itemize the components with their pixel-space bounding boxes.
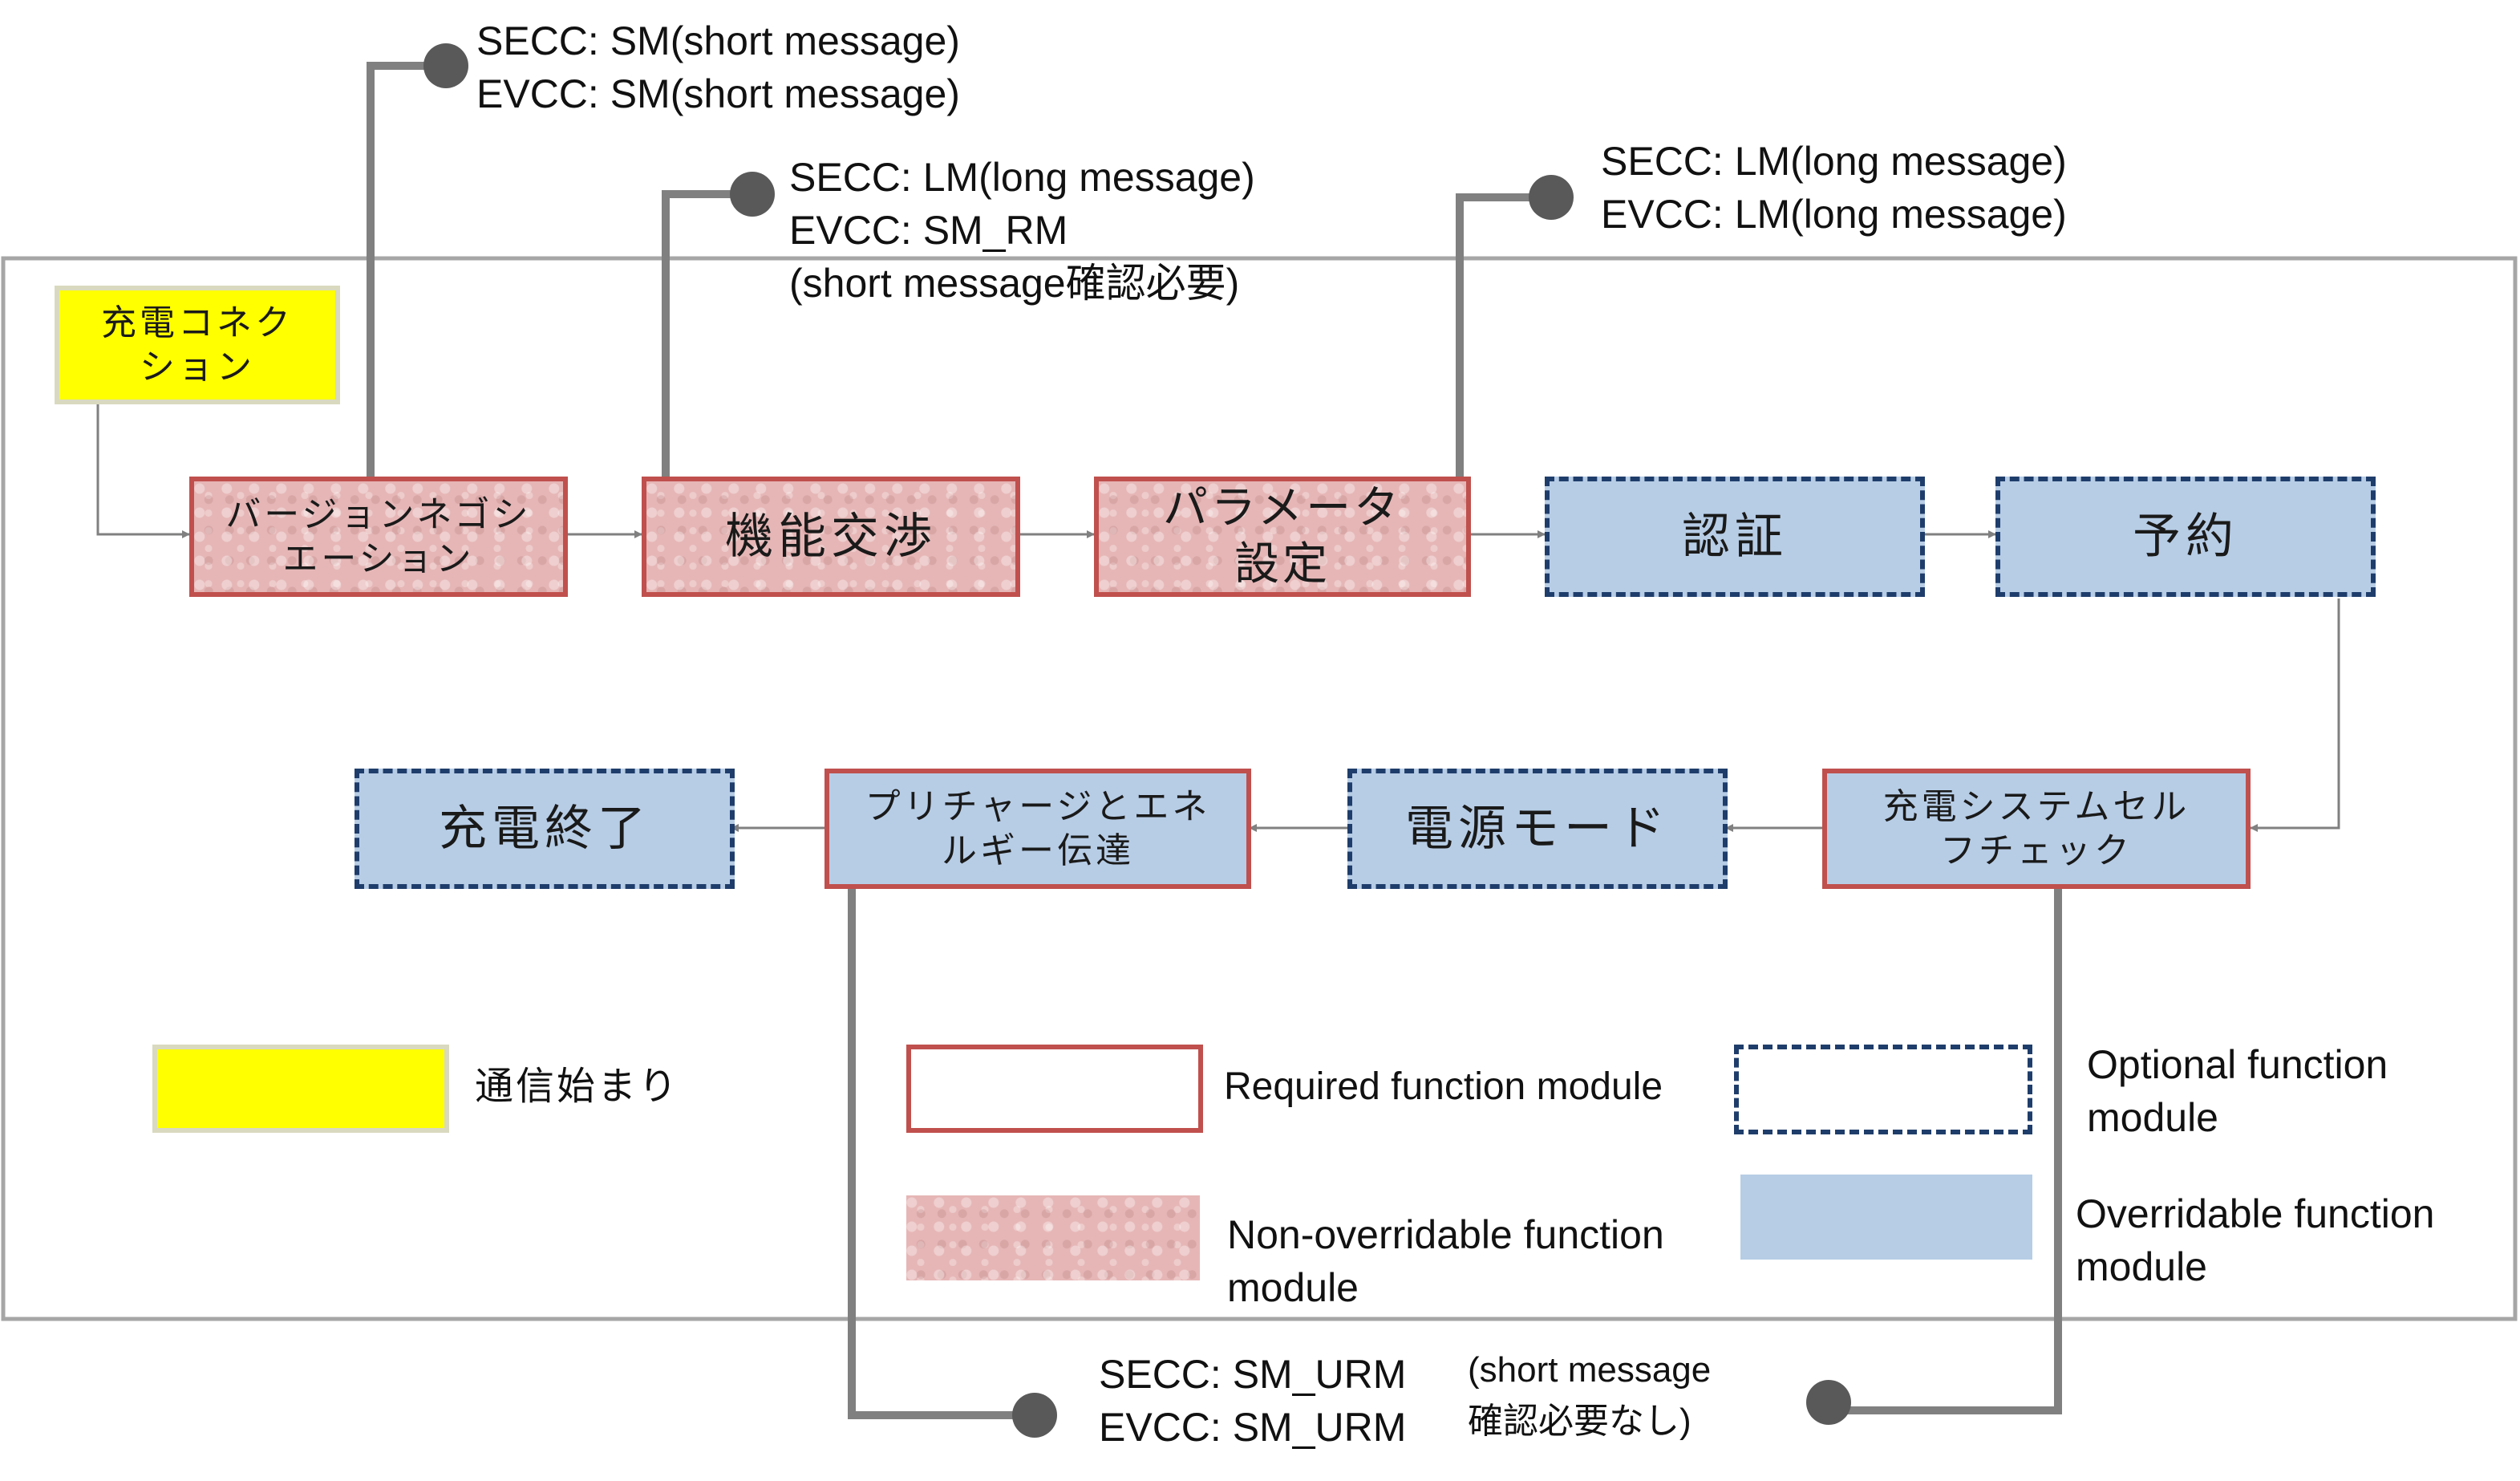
legend-non-overridable-label-1: Non-overridable function bbox=[1227, 1212, 1664, 1257]
legend-optional-label: Optional function module bbox=[2087, 1038, 2388, 1144]
callout-capability: SECC: LM(long message) EVCC: SM_RM (shor… bbox=[789, 151, 1255, 310]
legend-non-overridable-label-2: module bbox=[1227, 1265, 1359, 1310]
legend-overridable-swatch bbox=[1740, 1175, 2032, 1260]
legend-overridable-label-1: Overridable function bbox=[2076, 1191, 2435, 1236]
node-reservation: 予約 bbox=[1995, 477, 2376, 597]
callout-capability-evcc: EVCC: SM_RM bbox=[789, 208, 1068, 253]
legend-start-swatch bbox=[152, 1045, 449, 1133]
leader-version bbox=[367, 62, 443, 478]
leader-precharge bbox=[848, 887, 1035, 1419]
dot-selfcheck bbox=[1806, 1380, 1851, 1425]
dot-precharge bbox=[1012, 1393, 1057, 1438]
node-parameter-setting: パラメータ設定 bbox=[1094, 477, 1471, 597]
legend-optional-swatch bbox=[1734, 1045, 2032, 1134]
node-charge-connection: 充電コネクション bbox=[55, 286, 340, 404]
leader-capability bbox=[662, 190, 751, 478]
legend-optional-label-1: Optional function bbox=[2087, 1042, 2388, 1087]
legend-overridable-label: Overridable function module bbox=[2076, 1187, 2434, 1293]
callout-leaders bbox=[367, 62, 2062, 1419]
legend-required-label: Required function module bbox=[1224, 1065, 1663, 1108]
leader-selfcheck bbox=[1829, 887, 2062, 1414]
callout-bottom-note-2: 確認必要なし) bbox=[1468, 1402, 1691, 1441]
dot-version bbox=[423, 43, 468, 88]
callout-capability-secc: SECC: LM(long message) bbox=[789, 155, 1255, 200]
node-charge-end: 充電終了 bbox=[355, 769, 735, 889]
callout-dots bbox=[423, 43, 1851, 1438]
arrow-start-to-version bbox=[96, 401, 190, 538]
legend-start-label: 通信始まり bbox=[475, 1065, 680, 1108]
callout-version: SECC: SM(short message) EVCC: SM(short m… bbox=[476, 14, 960, 120]
callout-bottom: SECC: SM_URM EVCC: SM_URM bbox=[1099, 1348, 1406, 1454]
callout-version-secc: SECC: SM(short message) bbox=[476, 18, 960, 63]
dot-capability bbox=[730, 172, 775, 217]
node-power-mode: 電源モード bbox=[1347, 769, 1728, 889]
callout-bottom-note: (short message 確認必要なし) bbox=[1468, 1345, 1711, 1447]
callout-parameter: SECC: LM(long message) EVCC: LM(long mes… bbox=[1601, 135, 2067, 241]
arrow-reservation-to-selfcheck bbox=[2250, 598, 2340, 832]
callout-parameter-evcc: EVCC: LM(long message) bbox=[1601, 192, 2067, 237]
callout-version-evcc: EVCC: SM(short message) bbox=[476, 71, 960, 116]
node-capability-exchange: 機能交渉 bbox=[642, 477, 1020, 597]
legend-non-overridable-swatch bbox=[906, 1195, 1200, 1280]
legend-overridable-label-2: module bbox=[2076, 1244, 2207, 1289]
callout-bottom-secc: SECC: SM_URM bbox=[1099, 1352, 1407, 1397]
flow-arrows bbox=[96, 401, 2340, 832]
node-version-negotiation: バージョンネゴシエーション bbox=[189, 477, 568, 597]
dot-parameter bbox=[1529, 175, 1574, 220]
legend-required-swatch bbox=[906, 1045, 1203, 1133]
leader-parameter bbox=[1456, 193, 1548, 478]
callout-bottom-note-1: (short message bbox=[1468, 1350, 1712, 1390]
node-self-check: 充電システムセルフチェック bbox=[1822, 769, 2251, 889]
outer-frame bbox=[1, 256, 2518, 1321]
callout-parameter-secc: SECC: LM(long message) bbox=[1601, 139, 2067, 184]
legend-optional-label-2: module bbox=[2087, 1095, 2218, 1140]
node-precharge-energy: プリチャージとエネルギー伝達 bbox=[824, 769, 1251, 889]
legend-non-overridable-label: Non-overridable function module bbox=[1227, 1208, 1664, 1314]
callout-capability-note: (short message確認必要) bbox=[789, 261, 1240, 306]
node-authentication: 認証 bbox=[1545, 477, 1925, 597]
callout-bottom-evcc: EVCC: SM_URM bbox=[1099, 1405, 1407, 1450]
